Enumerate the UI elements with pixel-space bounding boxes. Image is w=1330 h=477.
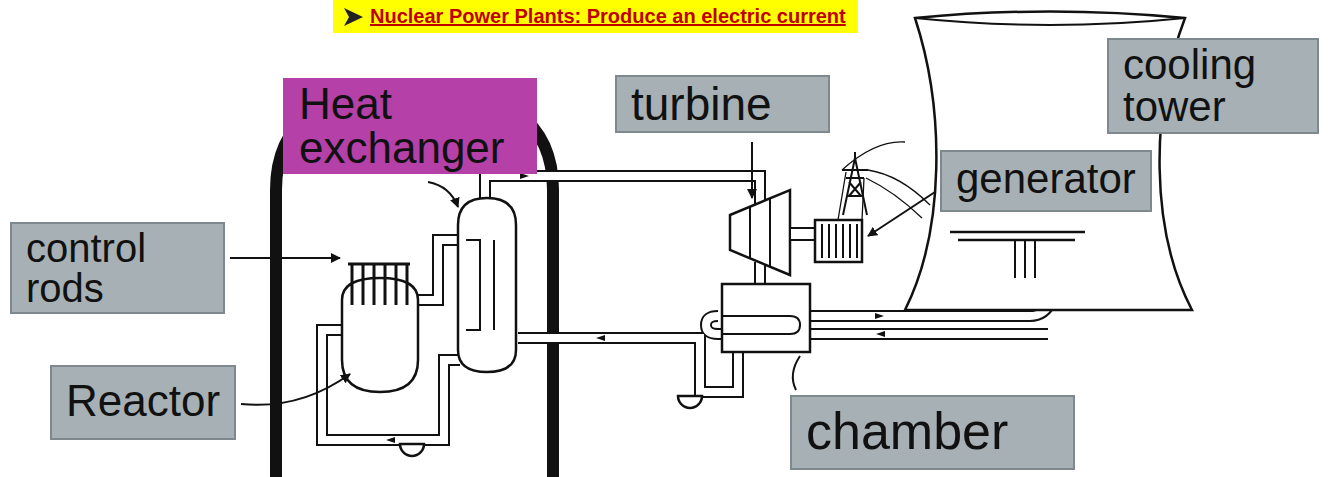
turbine-blades [750,199,770,266]
rod [362,264,365,305]
spray-header [950,232,1085,240]
flow-arrow [875,313,884,319]
heat-exchanger-vessel [458,198,516,372]
power-wires [838,142,930,220]
label-text: turbine [631,81,814,127]
rod [395,264,398,305]
rod [406,264,409,305]
condenser-coil [722,316,800,334]
title-text: Nuclear Power Plants: Produce an electri… [370,5,846,28]
generator-body [815,220,862,262]
flow-arrow [876,331,885,337]
flow-arrow [596,335,605,341]
label-box: turbine [615,75,830,133]
label-box: chamber [790,395,1075,470]
label-box: Heat exchanger [283,78,537,174]
heat-exchanger-tubes [466,240,494,330]
label-text: control rods [26,228,209,308]
condenser-chamber [722,284,810,352]
label-box: Reactor [50,365,236,440]
control-rods [348,264,410,305]
flow-arrow [386,437,395,443]
leader-line [230,257,340,259]
label-box: control rods [10,222,225,314]
leader-line [751,142,753,198]
turbine-shaft [790,228,815,240]
label-text: generator [956,158,1136,200]
arrow-bullet-shape [344,8,363,26]
rod [351,264,354,305]
pump [678,396,702,408]
label-text: Reactor [66,379,220,423]
label-box: generator [940,150,1152,212]
rod-bar [348,263,410,266]
leader-line [241,374,350,405]
label-text: cooling tower [1123,44,1303,128]
spray-pipes [1015,240,1035,278]
label-text: Heat exchanger [299,82,521,170]
leader-line [793,356,800,390]
label-box: cooling tower [1107,38,1319,134]
leader-lines [230,142,935,405]
cooling-tower-rim [915,18,1185,25]
pump [400,444,424,456]
rod [373,264,376,305]
turbine-body [730,190,790,275]
title-banner: Nuclear Power Plants: Produce an electri… [333,0,858,33]
arrow-bullet [342,7,364,27]
generator-windings [822,224,857,258]
leader-line [868,192,935,236]
label-text: chamber [806,405,1059,457]
rod [384,264,387,305]
leader-line [428,182,458,207]
